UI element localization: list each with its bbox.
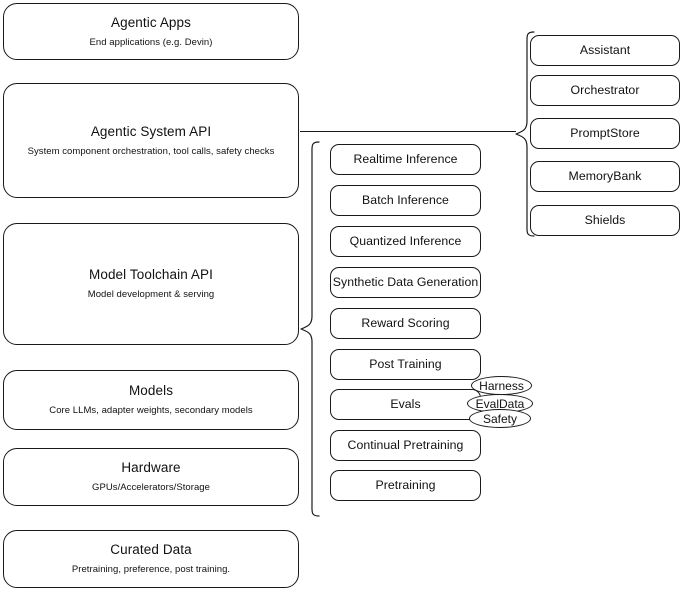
- eval-tag-label: Safety: [482, 411, 518, 426]
- component-label: Shields: [584, 212, 626, 227]
- layer-agentic-system-api[interactable]: Agentic System API System component orch…: [3, 83, 299, 198]
- component-label: Post Training: [369, 356, 442, 371]
- component-memorybank[interactable]: MemoryBank: [530, 161, 680, 192]
- component-label: Pretraining: [375, 477, 436, 492]
- brace-toolchain: [299, 140, 321, 518]
- component-label: Realtime Inference: [353, 151, 458, 166]
- eval-tag-harness[interactable]: Harness: [471, 376, 532, 395]
- layer-agentic-apps[interactable]: Agentic Apps End applications (e.g. Devi…: [3, 3, 299, 60]
- layer-hardware[interactable]: Hardware GPUs/Accelerators/Storage: [3, 448, 299, 506]
- component-batch-inference[interactable]: Batch Inference: [330, 185, 481, 216]
- layer-models[interactable]: Models Core LLMs, adapter weights, secon…: [3, 370, 299, 430]
- layer-title: Hardware: [121, 460, 181, 476]
- component-label: Continual Pretraining: [347, 437, 464, 452]
- layer-title: Agentic System API: [90, 123, 212, 139]
- layer-subtitle: Model development & serving: [87, 289, 215, 300]
- component-pretraining[interactable]: Pretraining: [330, 470, 481, 501]
- component-label: MemoryBank: [568, 168, 642, 183]
- component-label: Assistant: [579, 42, 631, 57]
- component-post-training[interactable]: Post Training: [330, 349, 481, 380]
- eval-tag-label: Harness: [479, 378, 524, 393]
- component-continual-pretraining[interactable]: Continual Pretraining: [330, 430, 481, 461]
- layer-subtitle: Core LLMs, adapter weights, secondary mo…: [49, 405, 253, 416]
- component-label: Quantized Inference: [349, 233, 462, 248]
- component-label: Batch Inference: [362, 192, 449, 207]
- component-reward-scoring[interactable]: Reward Scoring: [330, 308, 481, 339]
- layer-title: Models: [128, 383, 174, 399]
- component-label: Synthetic Data Generation: [332, 274, 479, 289]
- component-synthetic-data-generation[interactable]: Synthetic Data Generation: [330, 267, 481, 298]
- layer-model-toolchain-api[interactable]: Model Toolchain API Model development & …: [3, 223, 299, 345]
- component-label: Orchestrator: [570, 82, 640, 97]
- component-realtime-inference[interactable]: Realtime Inference: [330, 144, 481, 175]
- layer-subtitle: Pretraining, preference, post training.: [71, 564, 231, 575]
- component-promptstore[interactable]: PromptStore: [530, 118, 680, 149]
- component-label: Reward Scoring: [361, 315, 450, 330]
- layer-title: Agentic Apps: [110, 14, 191, 30]
- component-assistant[interactable]: Assistant: [530, 35, 680, 66]
- component-orchestrator[interactable]: Orchestrator: [530, 75, 680, 106]
- component-shields[interactable]: Shields: [530, 205, 680, 236]
- layer-title: Curated Data: [110, 542, 192, 558]
- connector-line-system-api: [300, 131, 516, 132]
- component-label: Evals: [390, 396, 421, 411]
- eval-tag-label: EvalData: [475, 396, 525, 411]
- layer-subtitle: System component orchestration, tool cal…: [27, 145, 275, 157]
- component-quantized-inference[interactable]: Quantized Inference: [330, 226, 481, 257]
- component-evals[interactable]: Evals: [330, 389, 481, 420]
- eval-tag-safety[interactable]: Safety: [469, 409, 531, 428]
- layer-subtitle: End applications (e.g. Devin): [89, 36, 213, 48]
- layer-curated-data[interactable]: Curated Data Pretraining, preference, po…: [3, 530, 299, 588]
- component-label: PromptStore: [570, 125, 640, 140]
- brace-system-components: [514, 30, 536, 238]
- layer-subtitle: GPUs/Accelerators/Storage: [92, 482, 210, 493]
- layer-title: Model Toolchain API: [89, 267, 213, 283]
